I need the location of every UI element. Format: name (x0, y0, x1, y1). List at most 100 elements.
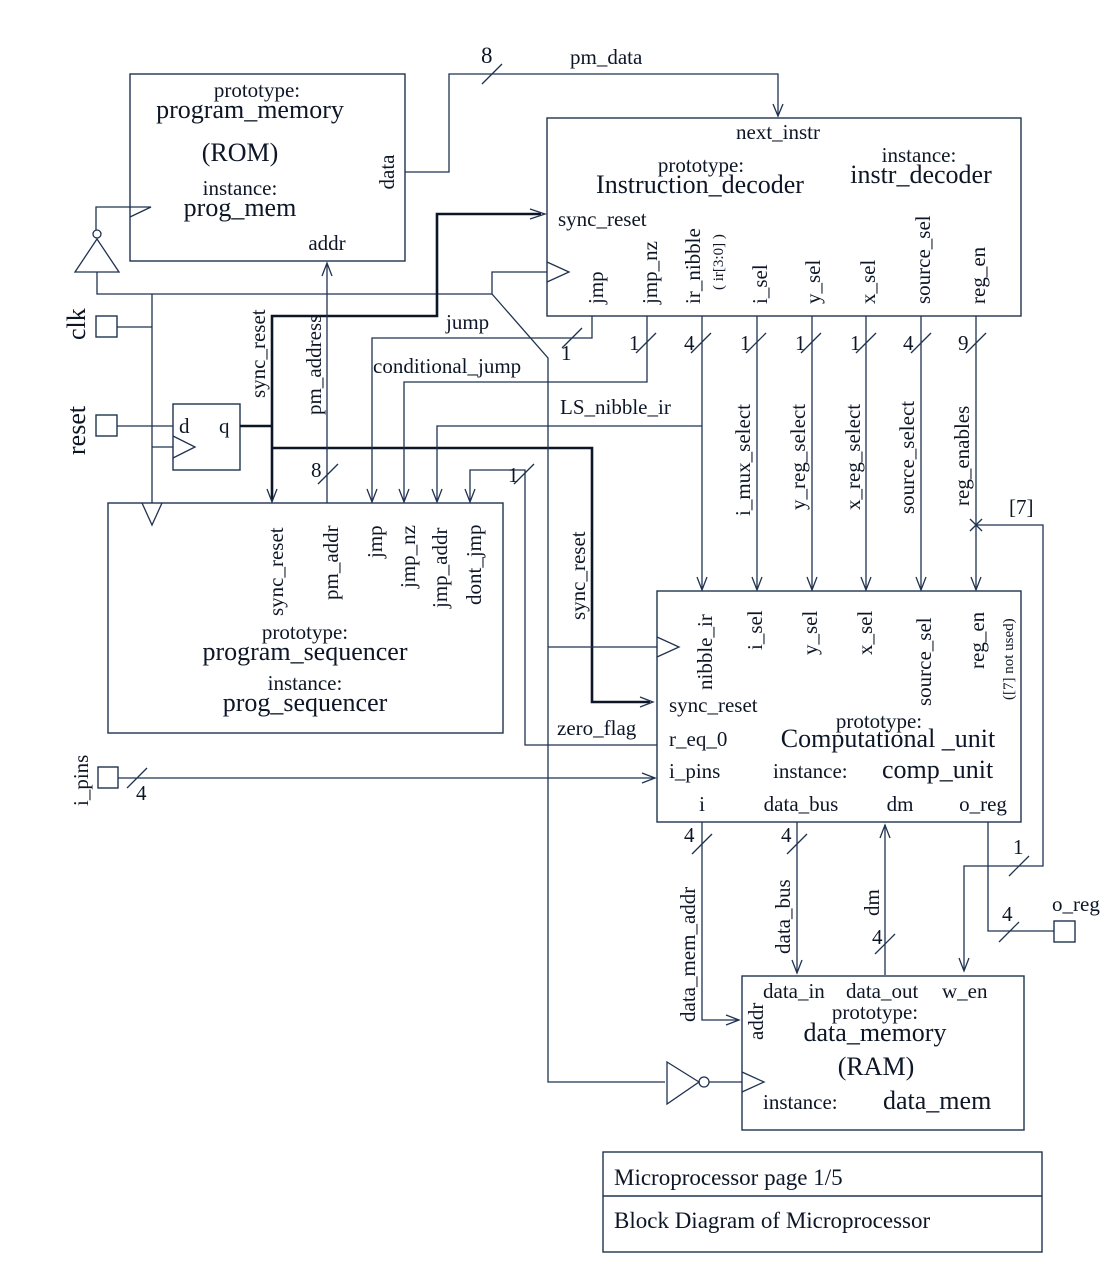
reg-enables-width: 9 (958, 331, 969, 355)
wire-ls-nibble-ir: 4 LS_nibble_ir (431, 316, 712, 592)
o-reg-width: 4 (1002, 902, 1013, 926)
wire-dm: 4 dm (860, 823, 896, 975)
x-reg-select-label: x_reg_select (841, 404, 865, 510)
instruction-decoder-box (546, 117, 1022, 317)
source-select-width: 4 (903, 331, 914, 355)
data-mem-addr-label: data_mem_addr (676, 887, 700, 1022)
instr-decoder-prototype: Instruction_decoder (596, 170, 804, 199)
comp-unit-port-i-sel: i_sel (743, 610, 767, 650)
wire-conditional-jump: 1 conditional_jump (373, 316, 657, 504)
dont-jmp-width: 1 (508, 463, 519, 487)
pin-clk: clk (62, 294, 153, 503)
arrow-head-icon (772, 103, 784, 118)
prog-mem-clock-inverter (73, 206, 492, 295)
program-memory-inst-label: instance: (203, 176, 278, 200)
data-mem-port-data-out: data_out (846, 979, 918, 1003)
bus-width-slash (855, 332, 877, 354)
instr-decoder-port-ir-nibble: ir_nibble (681, 228, 705, 304)
prog-seq-instance: prog_sequencer (223, 688, 388, 717)
bus-width-slash (786, 833, 808, 855)
bus-width-slash (874, 933, 896, 955)
comp-unit-port-source-sel: source_sel (912, 617, 936, 706)
instr-decoder-port-sync-reset: sync_reset (558, 207, 647, 231)
wire-source-select: 4 source_select (895, 316, 932, 592)
inverter-triangle-icon (666, 1060, 701, 1106)
bus-width-slash (965, 332, 987, 354)
instr-decoder-port-reg-en: reg_en (966, 246, 990, 304)
instr-decoder-inst-label: instance: (882, 143, 957, 167)
arrow-head-icon (529, 208, 548, 220)
wire-pm-data: 8 pm_data (405, 43, 784, 173)
prog-seq-port-pm-addr: pm_addr (319, 525, 343, 600)
wire-zero-flag: 1 zero_flag (464, 463, 657, 746)
i-pins-pin-label: i_pins (69, 755, 93, 806)
comp-unit-port-x-sel: x_sel (853, 611, 877, 655)
instr-decoder-proto-label: prototype: (658, 153, 744, 177)
i-mux-select-width: 1 (740, 331, 751, 355)
ir-nibble-width: 4 (684, 331, 695, 355)
bus-width-slash (481, 63, 503, 85)
program-memory-prototype: program_memory (156, 95, 344, 124)
bus-width-slash (635, 332, 657, 354)
dm-label: dm (860, 889, 884, 916)
reset-pin-icon[interactable] (95, 414, 118, 437)
bus-width-slash (745, 332, 767, 354)
arrow-head-icon (970, 576, 982, 592)
clock-input-icon (741, 1071, 766, 1093)
arrow-head-icon (398, 488, 410, 504)
i-pins-pin-icon[interactable] (97, 766, 119, 789)
bus-width-slash (690, 332, 712, 354)
wire-o-reg: 4 o_reg (987, 822, 1100, 943)
clk-pin-icon[interactable] (95, 315, 118, 338)
pm-data-width: 8 (481, 43, 493, 68)
arrow-head-icon (806, 576, 818, 592)
x-reg-select-width: 1 (850, 331, 861, 355)
flip-flop-d: d (179, 414, 190, 438)
data-mem-kind: (RAM) (838, 1052, 915, 1081)
comp-unit-port-i: i (699, 792, 705, 816)
data-mem-addr-width: 4 (684, 823, 695, 847)
reg-enables-tap: [7] (1009, 495, 1034, 519)
jump-width: 1 (561, 341, 572, 365)
program-memory-box (129, 73, 406, 262)
arrow-head-icon (860, 576, 872, 592)
arrow-head-icon (639, 696, 655, 708)
comp-unit-instance: comp_unit (882, 755, 994, 784)
prog-seq-port-jmp-nz: jmp_nz (396, 525, 420, 589)
data-memory-box (741, 975, 1025, 1131)
source-select-label: source_select (895, 401, 919, 514)
comp-unit-port-r-eq-0: r_eq_0 (669, 727, 727, 751)
pin-i-pins: i_pins 4 (69, 755, 657, 806)
prog-seq-port-jmp-addr: jmp_addr (428, 528, 452, 609)
program-sequencer-block: sync_reset pm_addr jmp jmp_nz jmp_addr d… (107, 502, 504, 734)
instr-decoder-instance: instr_decoder (850, 160, 992, 189)
data-mem-clock-inverter (666, 1060, 742, 1106)
arrow-head-icon (791, 959, 803, 975)
wire-pm-address: 8 pm_address (302, 261, 339, 503)
bus-width-slash (910, 332, 932, 354)
comp-unit-prototype: Computational _unit (781, 724, 996, 753)
prog-seq-port-dont-jmp: dont_jmp (462, 524, 486, 605)
w-en-width: 1 (1013, 835, 1024, 859)
clock-input-icon (172, 435, 197, 459)
prog-seq-inst-label: instance: (268, 671, 343, 695)
program-sequencer-box (107, 502, 504, 734)
program-memory-instance: prog_mem (184, 193, 297, 222)
instr-decoder-port-source-sel: source_sel (911, 215, 935, 304)
i-pins-width: 4 (136, 781, 147, 805)
arrow-head-icon (751, 576, 763, 592)
instr-decoder-port-i-sel: i_sel (748, 264, 772, 304)
title-block-line2: Block Diagram of Microprocessor (614, 1208, 931, 1233)
arrow-head-icon (431, 488, 443, 504)
inverter-bubble-icon (698, 1076, 710, 1088)
clk-pin-label: clk (62, 308, 91, 340)
wire-y-reg-select: 1 y_reg_select (786, 316, 822, 592)
instruction-decoder-block: next_instr prototype: Instruction_decode… (546, 117, 1022, 317)
y-reg-select-width: 1 (795, 331, 806, 355)
reset-pin-label: reset (62, 405, 91, 455)
instr-decoder-port-x-sel: x_sel (856, 260, 880, 304)
data-bus-label: data_bus (771, 879, 795, 954)
o-reg-pin-icon[interactable] (1053, 920, 1076, 943)
dm-width: 4 (872, 925, 883, 949)
arrow-head-icon (366, 488, 378, 504)
